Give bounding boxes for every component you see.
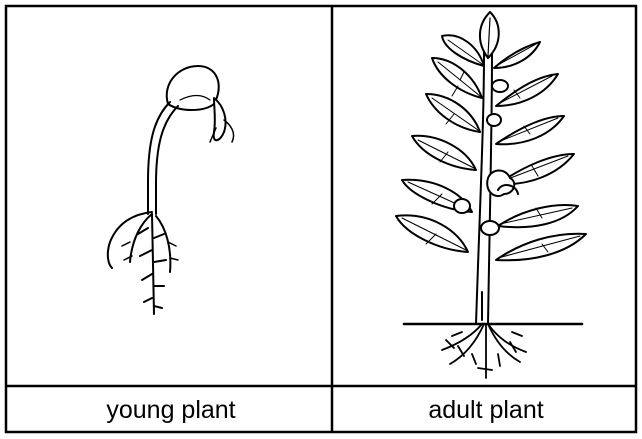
adult-plant-illustration [396,12,586,378]
young-plant-illustration [108,66,234,314]
caption-young-plant: young plant [10,386,332,434]
caption-adult-plant: adult plant [336,386,636,434]
adult-roots [442,324,526,378]
